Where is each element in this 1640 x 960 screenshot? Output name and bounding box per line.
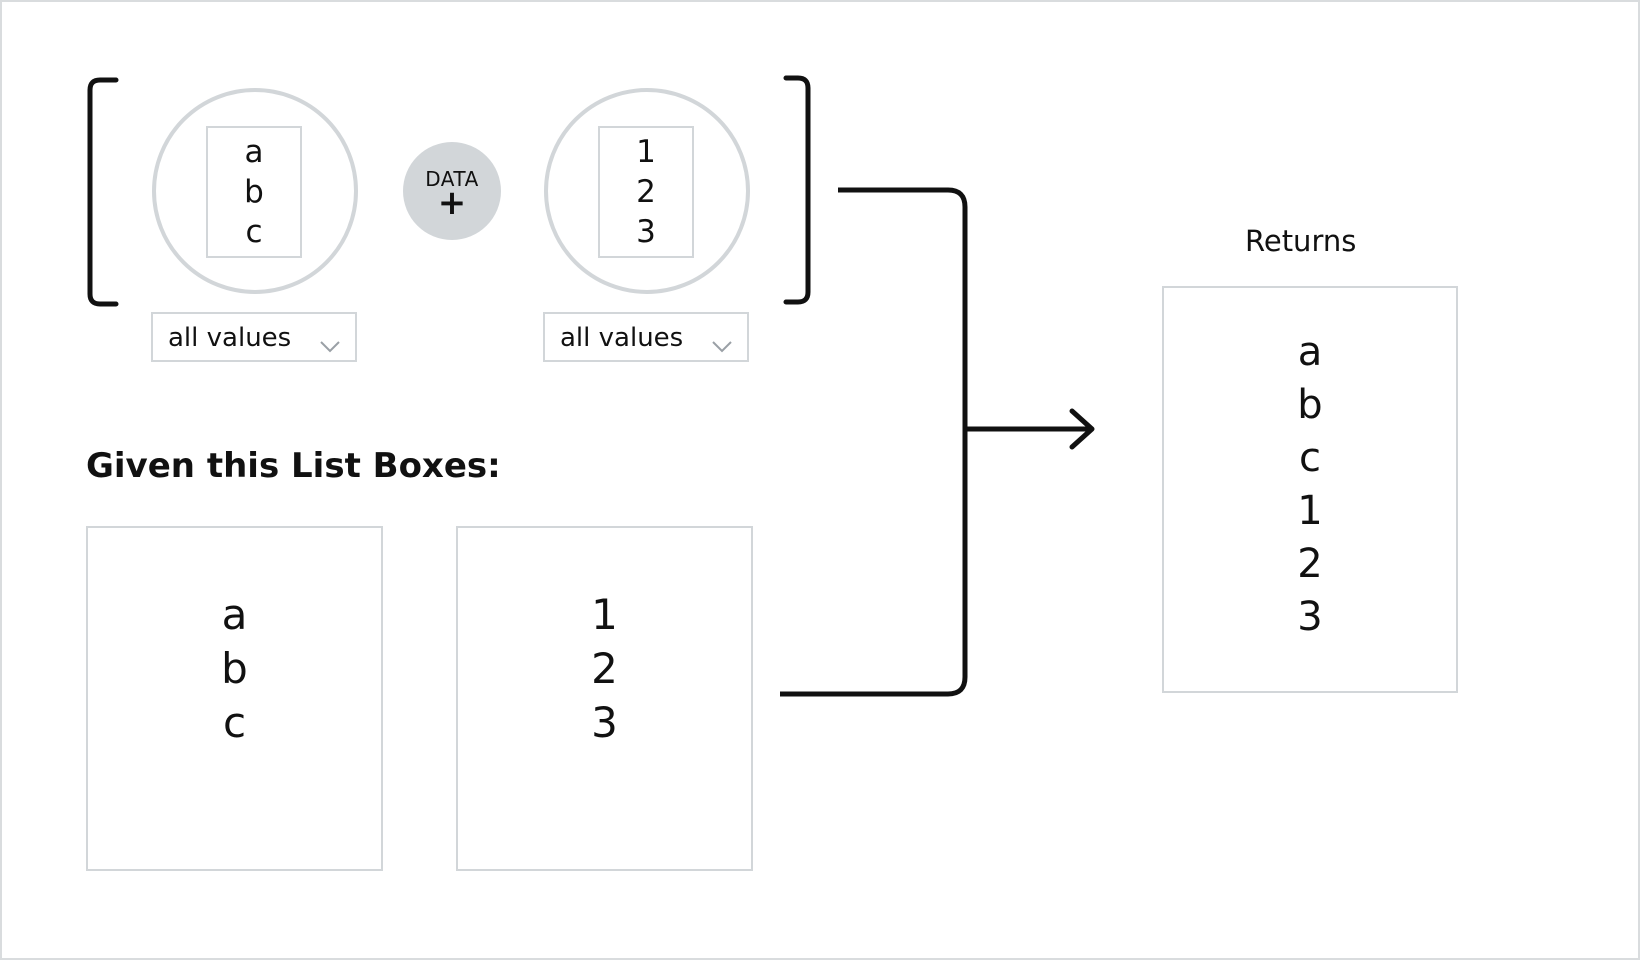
- left-value-dropdown[interactable]: all values: [151, 312, 357, 362]
- chevron-down-icon: [319, 331, 341, 361]
- listbox-numbers[interactable]: 1 2 3: [456, 526, 753, 871]
- right-value-dropdown[interactable]: all values: [543, 312, 749, 362]
- listbox-letters[interactable]: a b c: [86, 526, 383, 871]
- left-input-item: a: [244, 134, 264, 170]
- result-item: 1: [1297, 488, 1323, 534]
- left-input-item: b: [244, 174, 264, 210]
- right-input-item: 2: [636, 174, 656, 210]
- right-input-item: 3: [636, 214, 656, 250]
- list-item[interactable]: a: [221, 589, 248, 639]
- list-item[interactable]: 3: [591, 697, 618, 747]
- result-item: b: [1297, 382, 1323, 428]
- arrow-head: [1069, 408, 1095, 450]
- listbox-letters-items: a b c: [221, 588, 248, 750]
- right-bracket: [783, 75, 811, 305]
- left-input-circle: [152, 88, 358, 294]
- right-input-list: 1 2 3: [598, 126, 694, 258]
- top-connector: [838, 187, 968, 429]
- returns-title: Returns: [1245, 224, 1357, 258]
- left-input-item: c: [245, 214, 263, 250]
- left-dropdown-label: all values: [168, 323, 292, 353]
- left-bracket: [87, 77, 119, 307]
- list-item[interactable]: c: [222, 697, 247, 747]
- result-item: c: [1299, 435, 1321, 481]
- right-input-item: 1: [636, 134, 656, 170]
- left-input-list: a b c: [206, 126, 302, 258]
- result-item: 3: [1297, 594, 1323, 640]
- given-heading: Given this List Boxes:: [86, 446, 501, 486]
- listbox-numbers-items: 1 2 3: [591, 588, 618, 750]
- list-item[interactable]: 2: [591, 643, 618, 693]
- result-item: a: [1297, 329, 1323, 375]
- data-badge-label: DATA: [425, 167, 479, 191]
- data-combine-badge: DATA +: [403, 142, 501, 240]
- bottom-connector: [780, 429, 968, 697]
- list-item[interactable]: 1: [591, 589, 618, 639]
- right-dropdown-label: all values: [560, 323, 684, 353]
- result-item: 2: [1297, 541, 1323, 587]
- plus-icon: +: [437, 183, 467, 223]
- list-item[interactable]: b: [221, 643, 248, 693]
- returns-box: a b c 1 2 3: [1162, 286, 1458, 693]
- chevron-down-icon: [711, 331, 733, 361]
